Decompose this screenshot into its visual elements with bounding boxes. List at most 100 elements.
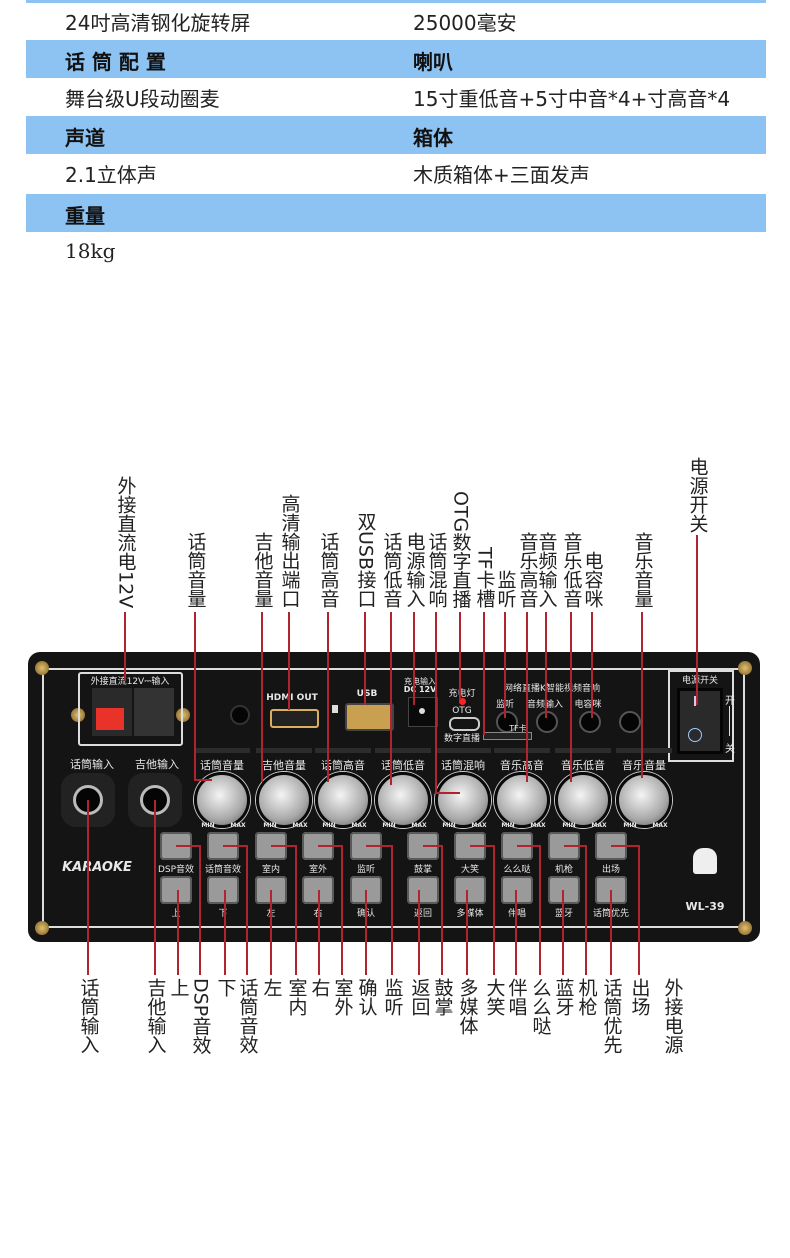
screw-hole-icon <box>230 705 250 725</box>
callout-line-bottom <box>564 845 587 975</box>
button-label: 出场 <box>601 865 621 875</box>
min-label: MIN <box>382 822 396 829</box>
callout-label-bottom: 话筒输入 <box>77 978 100 1054</box>
model-label: WL-39 <box>685 900 725 913</box>
usb-c-port[interactable] <box>449 717 480 731</box>
callout-label-top: 高清输出端口 <box>278 494 301 608</box>
knob-label-bar <box>616 748 672 753</box>
terminal-red-clip <box>96 708 124 730</box>
callout-label-bottom: 监听 <box>381 978 404 1016</box>
callout-label-top: 吉他音量 <box>251 532 274 608</box>
callout-label-bottom: 话筒优先 <box>600 978 623 1054</box>
power-on-label: 开 <box>725 696 735 707</box>
callout-label-top: 话筒音量 <box>184 532 207 608</box>
callout-label-bottom: 么么哒 <box>529 978 552 1035</box>
callout-label-top: 双USB接口 <box>354 511 377 608</box>
callout-label-bottom: 机枪 <box>575 978 598 1016</box>
button-17[interactable] <box>454 876 486 904</box>
callout-label-bottom: 返回 <box>408 978 431 1016</box>
button-11[interactable] <box>160 876 192 904</box>
terminal-box <box>78 672 183 746</box>
header-bar <box>26 0 766 3</box>
jack-condenser-label: 电容咪 <box>574 700 602 710</box>
knob-label: 话筒混响 <box>441 759 485 772</box>
mic-input-label: 话筒输入 <box>70 758 114 771</box>
spec-cell: 声道 <box>65 126 105 150</box>
knob-8[interactable] <box>616 772 672 828</box>
callout-line-bottom <box>517 845 541 975</box>
min-label: MIN <box>501 822 515 829</box>
knob-label-bar <box>315 748 371 753</box>
button-label: 大笑 <box>460 865 480 875</box>
power-switch-box <box>668 670 734 762</box>
button-label: 多媒体 <box>456 909 484 919</box>
callout-label-bottom: 多媒体 <box>456 978 479 1035</box>
tf-label: TF卡 <box>509 724 527 733</box>
knob-label-bar <box>555 748 611 753</box>
hdmi-port[interactable] <box>270 709 319 728</box>
audio-jack[interactable] <box>619 711 641 733</box>
knob-7[interactable] <box>555 772 611 828</box>
callout-label-top: 电容咪 <box>581 551 604 608</box>
screw-icon <box>738 661 752 675</box>
callout-label-bottom: 室内 <box>285 978 308 1016</box>
callout-label-top: 话筒低音 <box>380 532 403 608</box>
knob-2[interactable] <box>256 772 312 828</box>
screw-icon <box>35 661 49 675</box>
min-label: MIN <box>623 822 637 829</box>
max-label: MAX <box>471 822 487 829</box>
guitar-input-label: 吉他输入 <box>135 758 179 771</box>
max-label: MAX <box>292 822 308 829</box>
callout-label-top: 外接直流电12V <box>114 475 137 608</box>
callout-label-bottom: 下 <box>214 978 237 997</box>
knob-4[interactable] <box>375 772 431 828</box>
callout-label-bottom: 外接电源 <box>661 978 684 1054</box>
min-label: MIN <box>322 822 336 829</box>
max-label: MAX <box>230 822 246 829</box>
callout-label-top: 监听 <box>494 570 517 608</box>
button-label: 机枪 <box>554 865 574 875</box>
knob-1[interactable] <box>194 772 250 828</box>
callout-label-top: 音乐音量 <box>631 532 654 608</box>
arrow-icon <box>729 706 730 736</box>
knob-label-bar <box>194 748 250 753</box>
button-label: 么么哒 <box>503 865 531 875</box>
callout-label-top: 话筒混响 <box>425 532 448 608</box>
min-label: MIN <box>562 822 576 829</box>
button-label: 上 <box>171 909 181 919</box>
callout-label-bottom: 蓝牙 <box>552 978 575 1016</box>
spec-cell: 重量 <box>65 204 105 228</box>
knob-label-bar <box>256 748 312 753</box>
power-switch[interactable] <box>677 688 723 754</box>
callout-line-bottom <box>318 845 343 975</box>
charge-led <box>459 698 466 705</box>
knob-label: 话筒高音 <box>321 759 365 772</box>
audio-jack[interactable] <box>579 711 601 733</box>
callout-label-top: 音乐低音 <box>560 532 583 608</box>
usb-port[interactable] <box>345 703 394 731</box>
tf-slot[interactable] <box>483 732 532 740</box>
callout-line-bottom <box>366 845 393 975</box>
knob-6[interactable] <box>494 772 550 828</box>
header-bar <box>26 116 766 154</box>
callout-line-top <box>194 612 212 781</box>
callout-label-bottom: 吉他输入 <box>144 978 167 1054</box>
max-label: MAX <box>351 822 367 829</box>
charge-light-label: 充电灯 <box>448 689 476 699</box>
power-switch-title: 电源开关 <box>681 676 719 686</box>
callout-label-bottom: 大笑 <box>483 978 506 1016</box>
callout-label-top: 音频输入 <box>535 532 558 608</box>
header-bar <box>26 40 766 78</box>
power-off-mark <box>688 728 702 742</box>
callout-label-top: 电源输入 <box>403 532 426 608</box>
terminal-black <box>134 688 174 736</box>
button-12[interactable] <box>207 876 239 904</box>
panel-border <box>42 668 745 928</box>
knob-label: 音乐音量 <box>622 759 666 772</box>
mic-icon <box>332 705 338 713</box>
knob-3[interactable] <box>315 772 371 828</box>
terminal-label: 外接直流12V⎓输入 <box>90 677 170 687</box>
usb-label: USB <box>356 689 378 699</box>
knob-5[interactable] <box>435 772 491 828</box>
button-16[interactable] <box>407 876 439 904</box>
